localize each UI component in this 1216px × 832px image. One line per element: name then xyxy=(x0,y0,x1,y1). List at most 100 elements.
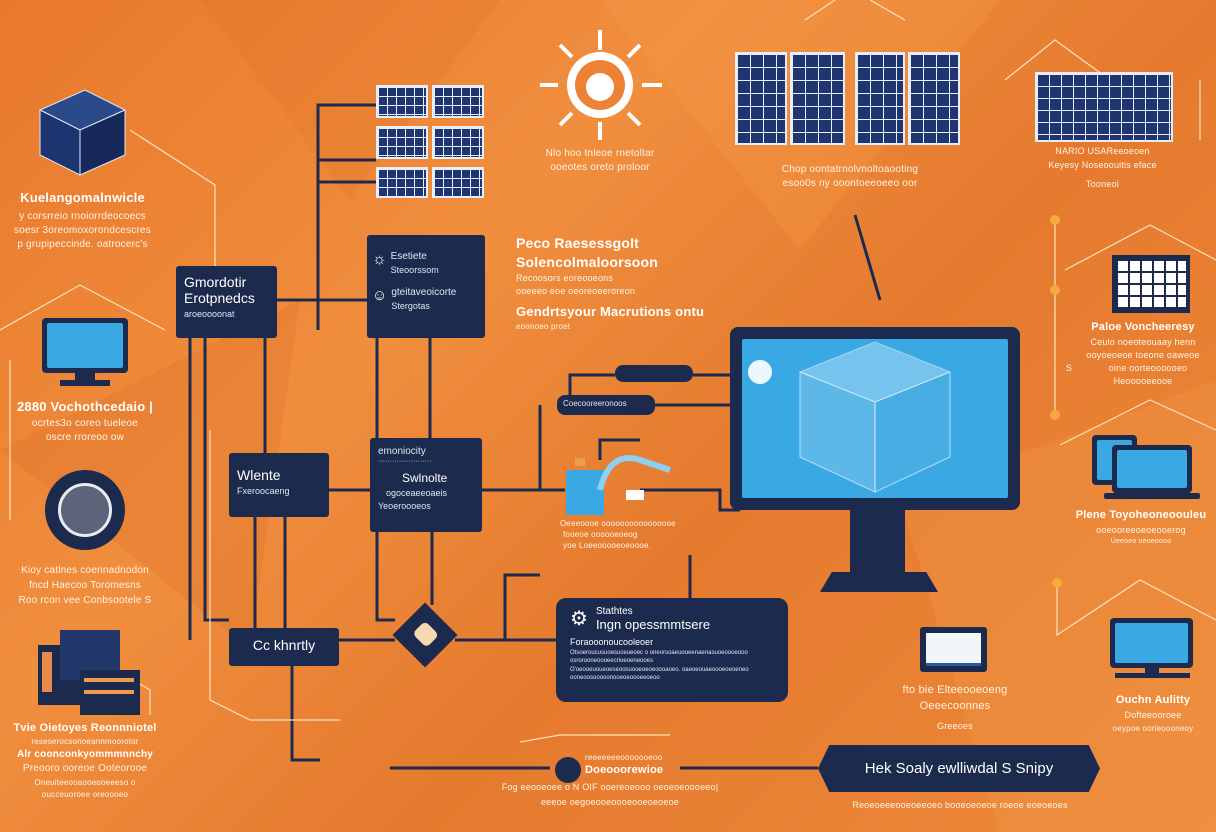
panels-caption: Chop oontatrnolvnoltoaooting xyxy=(781,164,919,175)
house-grid-icon xyxy=(1112,255,1190,313)
monitor-icon xyxy=(42,318,128,373)
solar-panel xyxy=(735,52,787,145)
device-caption: fooeoe oooooeoeog xyxy=(563,530,638,539)
panel-title: Stathtes xyxy=(595,606,633,617)
small-label-box[interactable]: Coecooreeronoos xyxy=(557,395,655,415)
house-line: Ceulo noeoteouaay henn xyxy=(1090,337,1196,347)
panel-subtitle: Ingn opessmmtsere xyxy=(595,617,711,632)
left-block4-line: Oneuiteeooaooeooeeeso o xyxy=(34,778,136,787)
item-sub: Stergotas xyxy=(391,301,430,311)
gear-icon xyxy=(45,470,125,550)
stattos-panel[interactable]: ⚙ Stathtes Ingn opessmmtsere Foraooonouc… xyxy=(556,598,788,702)
monitor-icon xyxy=(1110,618,1193,668)
panel-line: ooneoosooooonooeoeoooeeoeoo xyxy=(570,675,660,681)
item-sub: Steoorssom xyxy=(390,265,439,275)
house-title: Paloe Voncheeresy xyxy=(1091,321,1195,333)
khnrtly-box[interactable]: Cc khnrtly xyxy=(229,628,339,666)
monitor-line: oeypoe oorieoooneoy xyxy=(1112,724,1194,733)
top-right-line: NARIO USAReeoeoen xyxy=(1055,146,1150,156)
center-title: Peco Raesessgolt xyxy=(516,235,640,251)
left-block1-line: y corsrreio rnoiorrdeocoecs xyxy=(19,211,146,222)
panel-line: osrorooneoooeecrioeoeneooes xyxy=(570,658,654,664)
solar-panel xyxy=(790,52,845,145)
left-block4-line: Alr coonconkyommmnnchy xyxy=(16,749,154,760)
left-block2-title: 2880 Vochothcedaio | xyxy=(17,399,153,414)
left-block1-line: p grupipeccinde. oatrocerc's xyxy=(17,239,148,250)
house-line: Heooooeeooe xyxy=(1113,376,1173,386)
sun-caption: ooeotes oreto proloor xyxy=(550,162,650,173)
center-title2: Gendrtsyour Macrutions ontu xyxy=(516,304,705,319)
left-block4-line: Preooro ooreoe Ooteorooe xyxy=(22,763,148,774)
bottom-top: reeeeeeeooooooeoo xyxy=(585,753,663,762)
left-block3-line: Roo rcon vee Conbsootele S xyxy=(18,595,152,606)
laptop-title: Plene Toyoheoneoouleu xyxy=(1075,509,1207,521)
house-side: S xyxy=(1065,363,1073,373)
laptop-icon xyxy=(1112,445,1192,493)
solar-panel xyxy=(376,85,428,118)
item-title: gteitaveoicorte xyxy=(391,287,457,298)
solar-panel xyxy=(855,52,905,145)
bottom-line: Fog eeooeoee o N OIF ooereoeooo oeoeoeoo… xyxy=(501,782,719,792)
laptop-line: ooeooreeoeoeooerog xyxy=(1096,525,1186,535)
left-block3-line: Kioy catlnes coennadnodon xyxy=(21,565,149,576)
tablet-line: fto bie Elteeooeoeng xyxy=(902,684,1008,696)
left-block4-line: oucceuoroee oreoooeo xyxy=(41,790,129,799)
item-title: emoniocity xyxy=(378,446,426,457)
item-sub: ······················· xyxy=(378,458,432,465)
item-caption: Yeoeroooeos xyxy=(378,501,431,511)
solar-panel xyxy=(376,126,428,159)
gear-icon: ⚙ xyxy=(570,608,588,630)
monitor-line: Dofteeooroee xyxy=(1124,710,1182,720)
left-block2-line: oscre rroreoo ow xyxy=(45,432,125,443)
top-right-line: Tooneoi xyxy=(1086,179,1119,189)
banner-caption: Reoeoeeeooeoeeoeo booeoeoeoe roeoe eoeoe… xyxy=(852,800,1068,810)
bottom-title: Doeooorewioe xyxy=(585,764,664,776)
tablet-icon xyxy=(920,627,987,672)
bottom-banner[interactable]: Hek Soaly ewlliwdal S Snipy xyxy=(818,745,1100,792)
wlente-box[interactable]: Wlente Fxeroocaeng xyxy=(229,453,329,517)
bottom-line: eeeoe oegoeooeoooeooeoeoeoe xyxy=(540,797,680,807)
left-block3-line: fncd Haecoo Toromesns xyxy=(29,580,141,591)
solar-panel xyxy=(908,52,960,145)
center-line: Recoosors eoreooeons xyxy=(516,273,614,283)
sun-icon: ☼ xyxy=(372,251,387,268)
isometric-cube-graphic xyxy=(748,341,952,493)
panel-line: O'oeooeuoueoeseoosuooeoeoeoooaoeo. oaeoe… xyxy=(570,667,749,673)
sun-caption: Nlo hoo tnleoe rnetoltar xyxy=(545,148,655,159)
item-sub: ogoceaeeoaeis xyxy=(386,488,448,498)
gmordotir-box[interactable]: Gmordotir Erotpnedcs aroeoooonat xyxy=(176,266,277,338)
item-title: Esetiete xyxy=(390,251,427,262)
box-title: Gmordotir xyxy=(184,274,247,290)
house-line: oine oorteoooooeo xyxy=(1108,363,1188,373)
box-title: Coecooreeronoos xyxy=(563,399,627,408)
solar-panel xyxy=(432,126,484,159)
gear-cluster-icon xyxy=(555,757,581,783)
banner-title: Hek Soaly ewlliwdal S Snipy xyxy=(864,760,1054,777)
monitor-base xyxy=(820,572,938,592)
left-block4-line: reseserocsonoeannmoorotor xyxy=(31,737,139,746)
center-line: ooeeeo eoe oeoreoeeroreon xyxy=(516,286,636,296)
laptop-line: Ueeoeo oeoeoooo xyxy=(1110,538,1172,545)
device-caption: yoe Loeeooooeoeoooe. xyxy=(563,541,652,550)
main-monitor[interactable] xyxy=(730,327,1020,510)
monitor-title: Ouchn Aulitty xyxy=(1115,694,1191,706)
box-title: Wlente xyxy=(237,467,281,483)
solar-panel xyxy=(1035,72,1173,142)
emoniocity-box[interactable]: emoniocity ······················· Swlno… xyxy=(370,438,482,532)
center-line2: eoonoeo proet xyxy=(516,322,571,331)
box-title: Cc khnrtly xyxy=(252,637,316,653)
left-block2-line: ocrtes3o coreo tueleoe xyxy=(31,418,139,429)
box-caption: aroeoooonat xyxy=(184,309,235,319)
panel-line: Otsoeroucusuoesuceueoec o oneorsoaeuouee… xyxy=(570,650,748,656)
center-subtitle: Solencolmaloorsoon xyxy=(516,254,659,270)
left-block1-title: Kuelangomalnwicle xyxy=(20,190,145,205)
solar-panel xyxy=(376,167,428,198)
box-subtitle: Erotpnedcs xyxy=(184,290,255,306)
left-block1-line: soesr 3oreomoxorondcescres xyxy=(14,225,151,236)
house-line: ooyoeoeoe toeone oaweoe xyxy=(1086,350,1200,360)
